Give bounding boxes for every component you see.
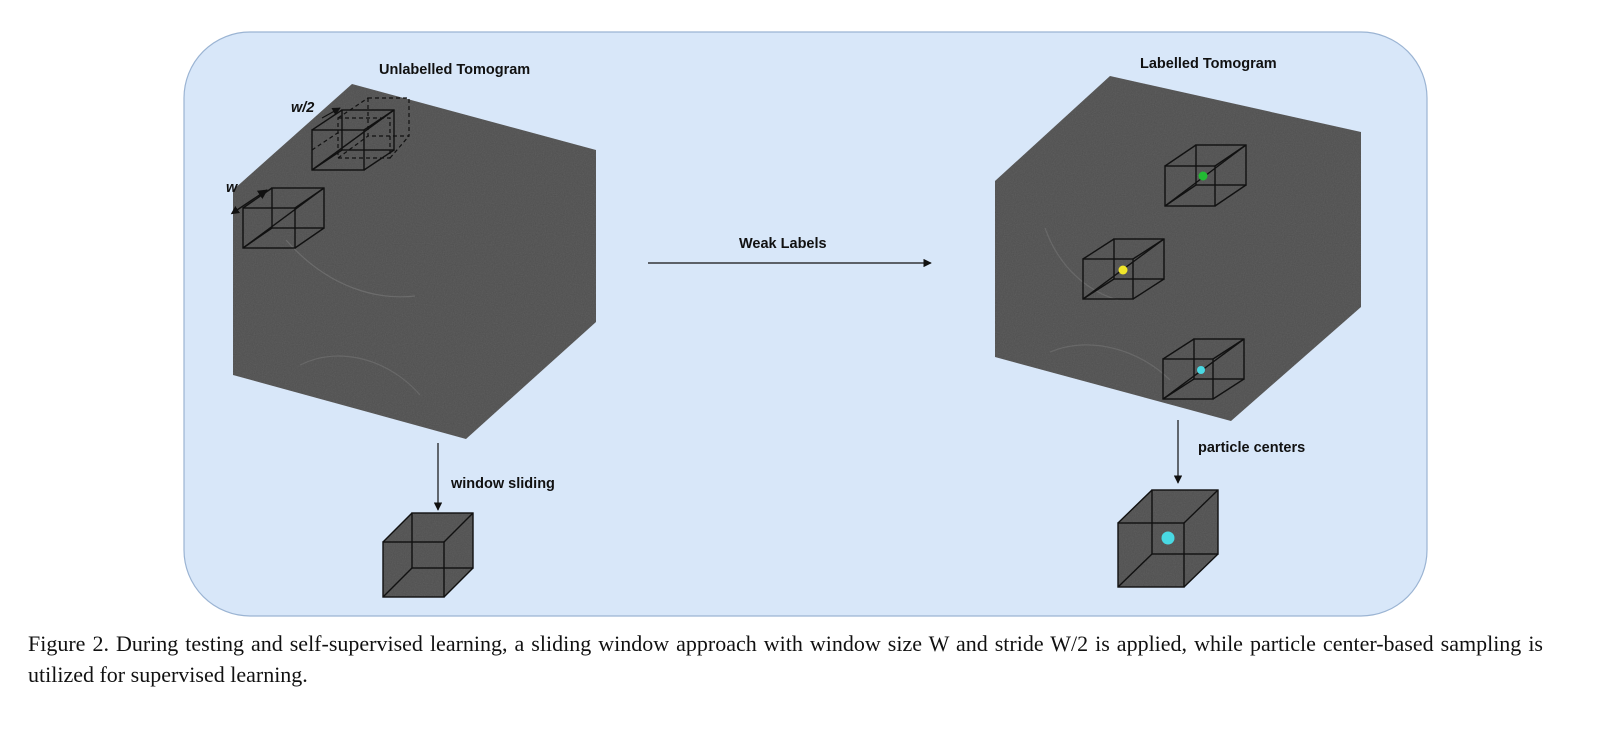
particle-center-output [1161,531,1175,545]
unlabelled-tomogram [233,84,596,439]
window-cube-stride-dashed [311,97,410,159]
particle-box-cyan [1162,338,1245,400]
figure-diagram: w w/2 Unlabelled Tomogram window sliding [183,31,1428,617]
w-half-dimension-arrow [321,107,341,119]
w-label: w [226,180,239,196]
figure-caption: Figure 2. During testing and self-superv… [28,631,1543,687]
particle-centers-label: particle centers [1198,440,1305,456]
particle-center-green [1198,171,1208,181]
labelled-tomogram [995,76,1361,421]
sliding-window-output-cube [382,512,474,598]
labelled-tomogram-title: Labelled Tomogram [1140,56,1277,72]
particle-center-yellow [1118,265,1128,275]
w-dimension-arrow [230,189,268,215]
window-sliding-label: window sliding [450,476,555,492]
particle-center-cyan [1197,366,1205,374]
particle-box-yellow [1082,238,1165,300]
unlabelled-tomogram-title: Unlabelled Tomogram [379,62,530,78]
w-half-label: w/2 [291,100,314,116]
weak-labels-label: Weak Labels [739,236,827,252]
particle-centered-output-cube [1117,489,1219,588]
